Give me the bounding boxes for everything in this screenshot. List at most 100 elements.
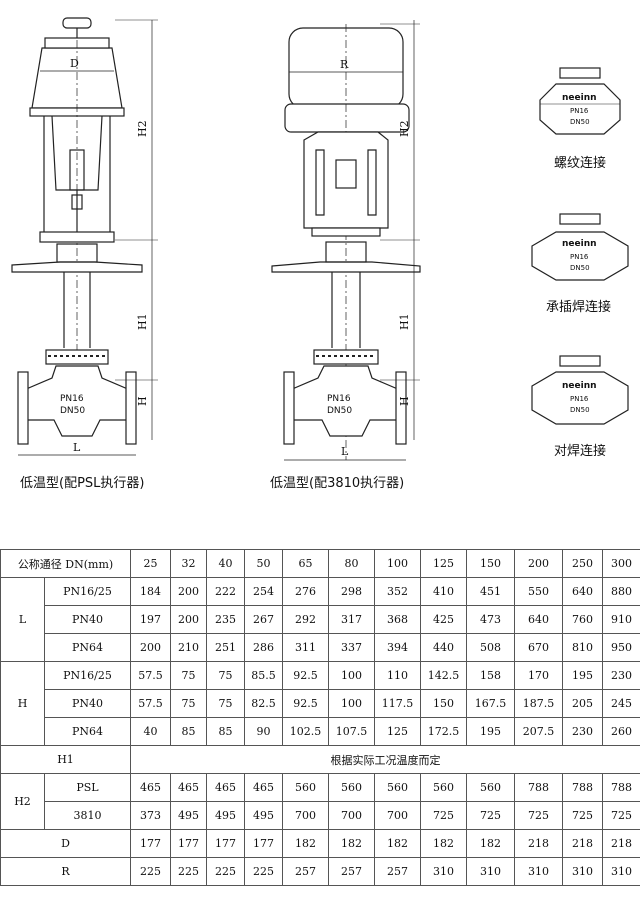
table-cell: 286: [244, 633, 284, 662]
group-label: H: [0, 661, 45, 746]
table-cell: 257: [282, 857, 330, 886]
dim-h1-label-3810: H1: [398, 313, 411, 330]
table-cell: 298: [328, 577, 376, 606]
table-cell: 57.5: [130, 661, 172, 690]
table-cell: 725: [514, 801, 564, 830]
table-cell: 251: [206, 633, 246, 662]
table-cell: 373: [130, 801, 172, 830]
table-cell: 222: [206, 577, 246, 606]
table-cell: 495: [244, 801, 284, 830]
table-cell: 110: [374, 661, 422, 690]
table-cell: 788: [514, 773, 564, 802]
table-cell: 910: [602, 605, 640, 634]
svg-text:DN50: DN50: [570, 264, 590, 272]
body-pn-label: PN16: [60, 394, 84, 404]
table-cell: 85: [170, 717, 208, 746]
table-cell: 725: [420, 801, 468, 830]
table-cell: 410: [420, 577, 468, 606]
table-cell: 508: [466, 633, 516, 662]
table-cell: 440: [420, 633, 468, 662]
table-cell: 210: [170, 633, 208, 662]
table-cell: 550: [514, 577, 564, 606]
svg-text:neeinn: neeinn: [562, 93, 597, 103]
table-cell: 75: [170, 661, 208, 690]
table-cell: 170: [514, 661, 564, 690]
table-cell: 177: [130, 829, 172, 858]
table-cell: 560: [374, 773, 422, 802]
table-cell: 85.5: [244, 661, 284, 690]
svg-text:DN50: DN50: [570, 118, 590, 126]
row-label: PSL: [43, 773, 132, 802]
table-cell: 182: [420, 829, 468, 858]
dn-header-cell: 50: [244, 549, 284, 578]
threaded-connection-view: neeinn PN16 DN50: [539, 67, 621, 135]
valve-drawing: PN16 DN50 D H2 H1 H L: [11, 17, 629, 461]
table-cell: 700: [328, 801, 376, 830]
table-cell: 158: [466, 661, 516, 690]
table-cell: 218: [562, 829, 604, 858]
socket-weld-connection-view: neeinn PN16 DN50: [531, 213, 629, 281]
svg-text:DN50: DN50: [570, 406, 590, 414]
table-cell: 218: [514, 829, 564, 858]
table-cell: 82.5: [244, 689, 284, 718]
dn-header-cell: 125: [420, 549, 468, 578]
table-cell: 100: [328, 661, 376, 690]
table-cell: 640: [562, 577, 604, 606]
group-label: H2: [0, 773, 45, 830]
table-cell: 230: [562, 717, 604, 746]
dn-header-cell: 200: [514, 549, 564, 578]
threaded-caption: 螺纹连接: [554, 156, 607, 171]
table-cell: 182: [374, 829, 422, 858]
svg-text:neeinn: neeinn: [562, 239, 597, 249]
table-cell: 57.5: [130, 689, 172, 718]
body-dn-label-3810: DN50: [327, 406, 352, 416]
table-cell: 950: [602, 633, 640, 662]
table-cell: 465: [130, 773, 172, 802]
table-cell: 100: [328, 689, 376, 718]
table-cell: 495: [170, 801, 208, 830]
table-cell: 311: [282, 633, 330, 662]
table-cell: 150: [420, 689, 468, 718]
dn-header-cell: 250: [562, 549, 604, 578]
table-cell: 760: [562, 605, 604, 634]
psl-valve-drawing: PN16 DN50 D H2 H1 H L: [11, 17, 158, 456]
table-cell: 92.5: [282, 689, 330, 718]
dim-h2-label-3810: H2: [398, 120, 411, 137]
table-cell: 670: [514, 633, 564, 662]
table-cell: 310: [420, 857, 468, 886]
butt-weld-connection-view: neeinn PN16 DN50: [531, 355, 629, 425]
table-cell: 207.5: [514, 717, 564, 746]
table-cell: 195: [562, 661, 604, 690]
table-cell: 465: [206, 773, 246, 802]
table-cell: 473: [466, 605, 516, 634]
table-cell: 292: [282, 605, 330, 634]
table-cell: 788: [562, 773, 604, 802]
table-cell: 225: [130, 857, 172, 886]
h1-label: H1: [0, 745, 132, 774]
row-label: 3810: [43, 801, 132, 830]
table-cell: 117.5: [374, 689, 422, 718]
table-cell: 184: [130, 577, 172, 606]
table-cell: 725: [602, 801, 640, 830]
dn-header-cell: 65: [282, 549, 330, 578]
table-cell: 495: [206, 801, 246, 830]
svg-text:PN16: PN16: [570, 253, 589, 261]
dim-h1-label: H1: [136, 313, 149, 330]
table-cell: 810: [562, 633, 604, 662]
table-cell: 182: [282, 829, 330, 858]
table-cell: 700: [374, 801, 422, 830]
table-cell: 310: [562, 857, 604, 886]
table-cell: 640: [514, 605, 564, 634]
dn-header-cell: 300: [602, 549, 640, 578]
table-cell: 700: [282, 801, 330, 830]
table-cell: 254: [244, 577, 284, 606]
psl-caption: 低温型(配PSL执行器): [20, 476, 145, 491]
table-cell: 167.5: [466, 689, 516, 718]
valve-3810-drawing: PN16 DN50 R H2 H1 H L: [271, 20, 421, 461]
